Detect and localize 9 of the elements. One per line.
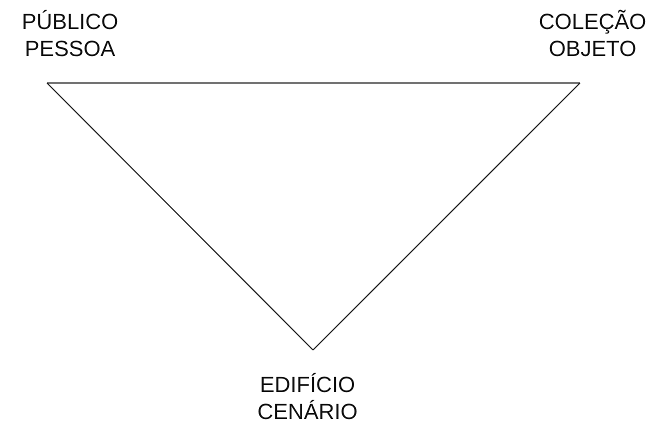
- node-label: PESSOA: [24, 35, 116, 62]
- node-label: OBJETO: [548, 35, 636, 62]
- node-label: EDIFÍCIO: [260, 371, 356, 398]
- connector-line: [312, 82, 580, 350]
- node-label: COLEÇÃO: [538, 8, 646, 35]
- connector-line: [46, 82, 314, 350]
- node-label: CENÁRIO: [257, 398, 358, 425]
- connector-line: [47, 82, 580, 84]
- node-label: PÚBLICO: [22, 8, 118, 35]
